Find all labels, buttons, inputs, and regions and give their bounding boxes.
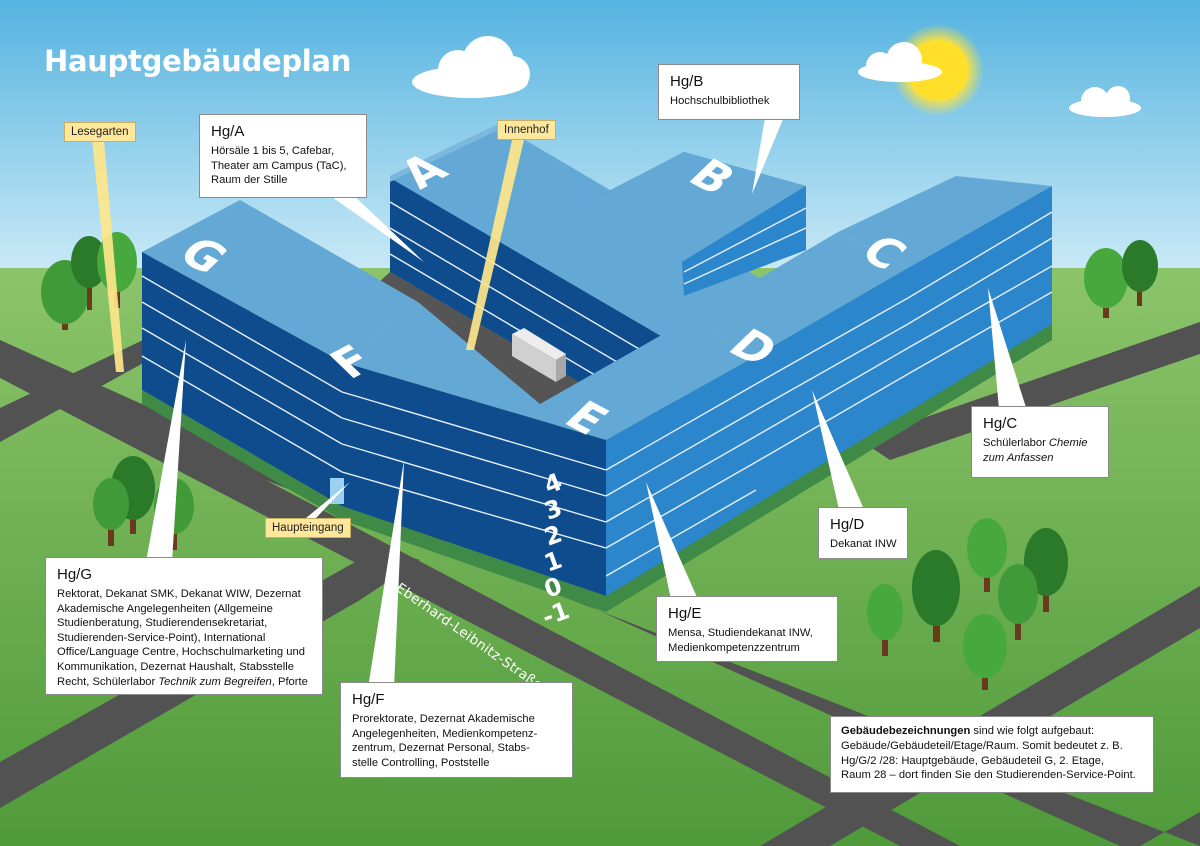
pointer-hg-a (322, 190, 424, 262)
callout-desc: Prorektorate, Dezernat Akademische Angel… (352, 713, 538, 769)
pointer-hg-g (146, 340, 186, 562)
callout-hg-e: Hg/E Mensa, Studiendekanat INW, Medienko… (656, 596, 838, 662)
callout-desc: Hochschulbibliothek (670, 95, 770, 107)
pointer-hg-d (812, 390, 866, 514)
callout-hg-c: Hg/C Schülerlabor Chemie zum Anfassen (971, 406, 1109, 478)
pointer-innenhof (466, 140, 524, 350)
building-f (341, 302, 607, 612)
tree-group-lower-right (867, 518, 1068, 690)
callout-desc: Dekanat INW (830, 538, 897, 550)
callout-desc: Schülerlabor Chemie zum Anfassen (983, 437, 1088, 464)
callout-code: Hg/G (57, 566, 93, 583)
pointer-hg-e (646, 482, 700, 604)
pointer-hg-f (368, 460, 404, 688)
callout-hg-f: Hg/F Prorektorate, Dezernat Akademische … (340, 682, 573, 778)
building-code-note: Gebäudebezeichnungen sind wie folgt aufg… (830, 716, 1154, 793)
callout-code: Hg/B (670, 73, 704, 90)
note-text: sind wie folgt aufgebaut: Gebäude/Gebäud… (841, 725, 1136, 782)
courtyard-sculpture (512, 328, 566, 382)
eberhard-leibnitz-strasse (0, 340, 960, 846)
callout-desc: Hörsäle 1 bis 5, Cafebar, Theater am Cam… (211, 145, 347, 187)
cloud (858, 42, 942, 82)
pointer-lesegarten (92, 140, 124, 372)
callout-hg-g: Hg/G Rektorat, Dekanat SMK, Dekanat WIW,… (45, 557, 323, 695)
callout-code: Hg/C (983, 415, 1018, 432)
building-d (688, 232, 909, 508)
callout-desc: Mensa, Studiendekanat INW, Medienkompete… (668, 627, 813, 654)
tag-lesegarten: Lesegarten (64, 122, 136, 142)
callout-hg-a: Hg/A Hörsäle 1 bis 5, Cafebar, Theater a… (199, 114, 367, 198)
tag-innenhof: Innenhof (497, 120, 556, 140)
building-e (540, 320, 757, 596)
pointer-haupteingang (306, 482, 350, 518)
note-bold: Gebäudebezeichnungen (841, 725, 971, 737)
building-g (141, 200, 418, 520)
tree-group-right (1084, 240, 1158, 318)
callout-hg-b: Hg/B Hochschulbibliothek (658, 64, 800, 120)
basement-strip-right (606, 324, 1052, 612)
cloud (1069, 86, 1141, 117)
callout-code: Hg/F (352, 691, 385, 708)
cloud (412, 36, 530, 98)
page-title: Hauptgebäudeplan (44, 44, 352, 78)
pointer-hg-b (752, 112, 786, 194)
building-c (838, 176, 1053, 416)
callout-code: Hg/D (830, 516, 865, 533)
building-b (580, 152, 807, 296)
callout-code: Hg/A (211, 123, 245, 140)
callout-code: Hg/E (668, 605, 702, 622)
pointer-hg-c (988, 288, 1030, 420)
callout-hg-d: Hg/D Dekanat INW (818, 507, 908, 559)
tag-haupteingang: Haupteingang (265, 518, 351, 538)
callout-desc: Rektorat, Dekanat SMK, Dekanat WIW, Deze… (57, 588, 308, 688)
